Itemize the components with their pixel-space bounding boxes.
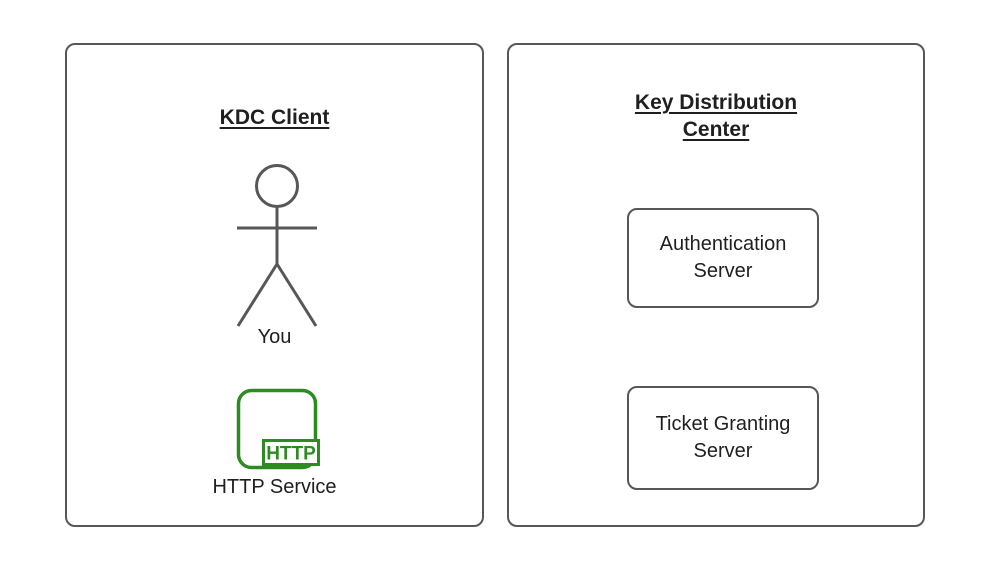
- http-badge-label: HTTP: [266, 444, 316, 465]
- http-service-icon: HTTP: [236, 388, 320, 470]
- authentication-server-node: Authentication Server: [627, 208, 819, 308]
- ticket-granting-server-node: Ticket Granting Server: [627, 386, 819, 490]
- stick-figure-icon: [236, 164, 318, 327]
- kdc-client-panel: KDC Client You HTTP HTTP Service: [65, 43, 484, 527]
- actor-label: You: [257, 326, 292, 348]
- kdc-client-title: KDC Client: [219, 106, 330, 129]
- authentication-server-label: Authentication Server: [659, 233, 787, 282]
- http-service-label: HTTP Service: [212, 476, 337, 498]
- ticket-granting-server-label: Ticket Granting Server: [655, 413, 791, 462]
- key-distribution-center-panel: Key Distribution Center Authentication S…: [507, 43, 925, 527]
- key-distribution-center-title: Key Distribution Center: [634, 91, 798, 141]
